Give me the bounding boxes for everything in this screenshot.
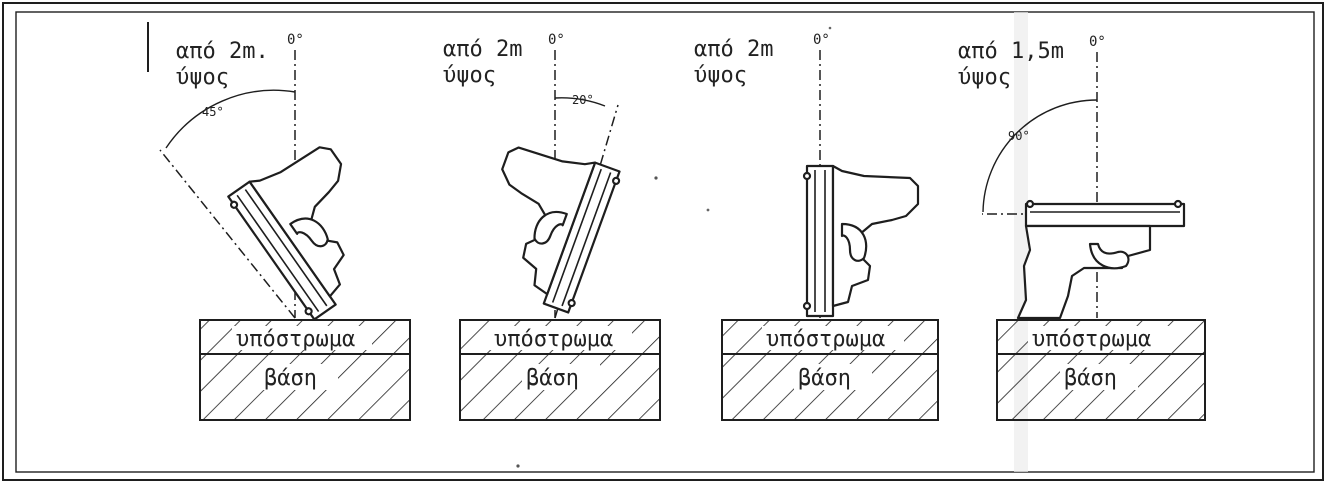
panel-2: από 2m ύψος 0° 20° υπόστρωμα βάση <box>443 32 661 421</box>
panel-4-zero: 0° <box>1089 34 1106 50</box>
panel-4-angle: 90° <box>1008 129 1030 143</box>
panel-1-word: ύψος <box>176 65 229 90</box>
panel-3-base-label: βάση <box>798 366 851 391</box>
panel-4-angle-arc <box>982 99 1098 213</box>
panel-4-base-label: βάση <box>1064 366 1117 391</box>
scan-speck <box>516 464 520 468</box>
panel-4-word: ύψος <box>958 65 1011 90</box>
panel-4-height: από 1,5m <box>958 39 1064 64</box>
panel-1-pistol <box>224 131 407 323</box>
scan-speck <box>828 26 832 30</box>
panel-1-substrate-label: υπόστρωμα <box>236 327 355 352</box>
panel-4: από 1,5m ύψος 0° 90° υπόστρωμα βάση <box>958 34 1206 421</box>
panel-3-height: από 2m <box>694 37 773 62</box>
panel-2-height: από 2m <box>443 37 522 62</box>
panel-2-pistol <box>462 132 624 315</box>
panel-1-base-label: βάση <box>264 366 317 391</box>
panel-1: από 2m. ύψος 0° 45° υπόστρωμα βάση <box>159 32 411 421</box>
panel-1-angle-arc <box>165 89 296 149</box>
panel-1-angle: 45° <box>202 105 224 119</box>
panel-2-word: ύψος <box>443 63 496 88</box>
panel-4-pistol <box>1016 199 1186 320</box>
panel-1-tilt-axis <box>159 149 296 319</box>
panel-3-zero: 0° <box>813 32 830 48</box>
scan-speck <box>654 176 658 180</box>
panel-2-zero: 0° <box>548 32 565 48</box>
inner-frame <box>15 11 1315 473</box>
panel-2-substrate-label: υπόστρωμα <box>494 327 613 352</box>
panel-3-pistol <box>802 164 920 318</box>
panel-2-base-label: βάση <box>526 366 579 391</box>
panel-3-substrate-label: υπόστρωμα <box>766 327 885 352</box>
panel-3: από 2m ύψος 0° υπόστρωμα βάση <box>694 32 939 421</box>
panel-2-angle-arc <box>554 97 606 107</box>
panel-2-tilt-axis <box>554 104 619 319</box>
panel-1-height: από 2m. <box>176 39 269 64</box>
panel-4-substrate-label: υπόστρωμα <box>1032 327 1151 352</box>
panel-2-angle: 20° <box>572 93 594 107</box>
panel-3-word: ύψος <box>694 63 747 88</box>
panel-1-zero: 0° <box>287 32 304 48</box>
scan-speck <box>706 208 710 212</box>
